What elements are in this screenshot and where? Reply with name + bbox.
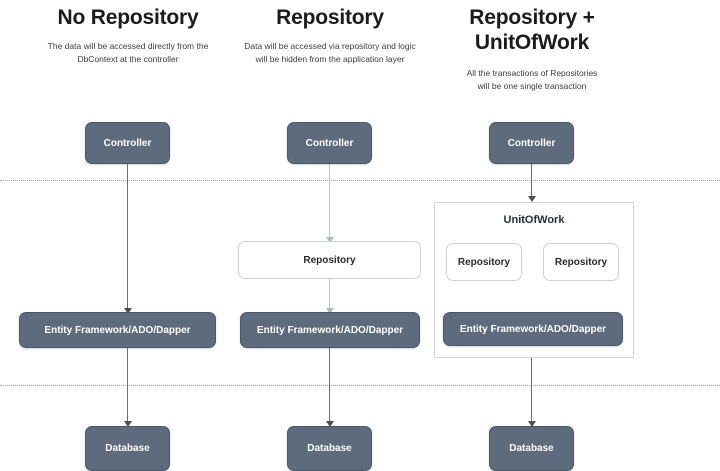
node-repository-left-col3[interactable]: Repository — [446, 243, 522, 281]
node-repository-col2[interactable]: Repository — [238, 241, 421, 279]
connector-data-access-to-database-col2 — [329, 348, 330, 426]
node-repository-right-col3[interactable]: Repository — [543, 243, 619, 281]
node-controller-col3[interactable]: Controller — [489, 122, 574, 164]
column-subtitle: Data will be accessed via repository and… — [244, 40, 416, 64]
column-header-repository-unitofwork: Repository + UnitOfWork All the transact… — [424, 6, 640, 93]
node-label: Entity Framework/ADO/Dapper — [44, 324, 191, 336]
column-header-repository: Repository Data will be accessed via rep… — [222, 6, 438, 66]
node-label: Database — [509, 443, 554, 454]
node-database-col1[interactable]: Database — [85, 426, 170, 471]
node-controller-col1[interactable]: Controller — [85, 122, 170, 164]
column-subtitle: The data will be accessed directly from … — [47, 40, 209, 64]
connector-controller-to-data-access — [127, 164, 128, 312]
node-label: Repository — [554, 256, 608, 268]
column-subtitle: All the transactions of Repositories wil… — [466, 67, 598, 91]
connector-data-access-to-database — [127, 348, 128, 426]
column-title: Repository — [276, 6, 384, 29]
node-label: Repository — [303, 254, 356, 266]
connector-repository-to-data-access — [329, 279, 330, 316]
arrowhead-data-access-to-database-col2 — [326, 421, 334, 427]
layer-separator-bottom — [0, 385, 720, 386]
arrowhead-data-access-to-database — [124, 421, 132, 427]
node-data-access-col1[interactable]: Entity Framework/ADO/Dapper — [19, 312, 216, 348]
arrowhead-controller-to-repository — [326, 237, 334, 243]
container-title: UnitOfWork — [503, 214, 565, 226]
node-data-access-col3[interactable]: Entity Framework/ADO/Dapper — [443, 312, 623, 346]
node-label: Controller — [103, 137, 152, 149]
arrowhead-controller-to-data-access — [124, 308, 132, 314]
arrowhead-unitofwork-to-database — [528, 421, 536, 427]
node-database-col3[interactable]: Database — [489, 426, 574, 471]
node-label: Entity Framework/ADO/Dapper — [459, 323, 607, 335]
column-title: No Repository — [57, 6, 199, 29]
node-label: Database — [105, 443, 150, 454]
node-controller-col2[interactable]: Controller — [287, 122, 372, 164]
column-title: Repository + UnitOfWork — [469, 6, 595, 54]
connector-controller-to-unitofwork — [531, 164, 532, 200]
node-label: Database — [307, 443, 352, 454]
connector-unitofwork-to-database — [531, 358, 532, 426]
node-label: Entity Framework/ADO/Dapper — [256, 324, 404, 336]
node-label: Controller — [507, 137, 556, 149]
layer-separator-top — [0, 180, 720, 181]
node-database-col2[interactable]: Database — [287, 426, 372, 471]
arrowhead-repository-to-data-access — [326, 308, 334, 314]
node-label: Repository — [457, 256, 511, 268]
node-data-access-col2[interactable]: Entity Framework/ADO/Dapper — [240, 312, 420, 348]
connector-controller-to-repository — [329, 164, 330, 241]
node-label: Controller — [305, 137, 354, 149]
column-header-no-repository: No Repository The data will be accessed … — [20, 6, 236, 66]
arrowhead-controller-to-unitofwork — [528, 196, 536, 202]
